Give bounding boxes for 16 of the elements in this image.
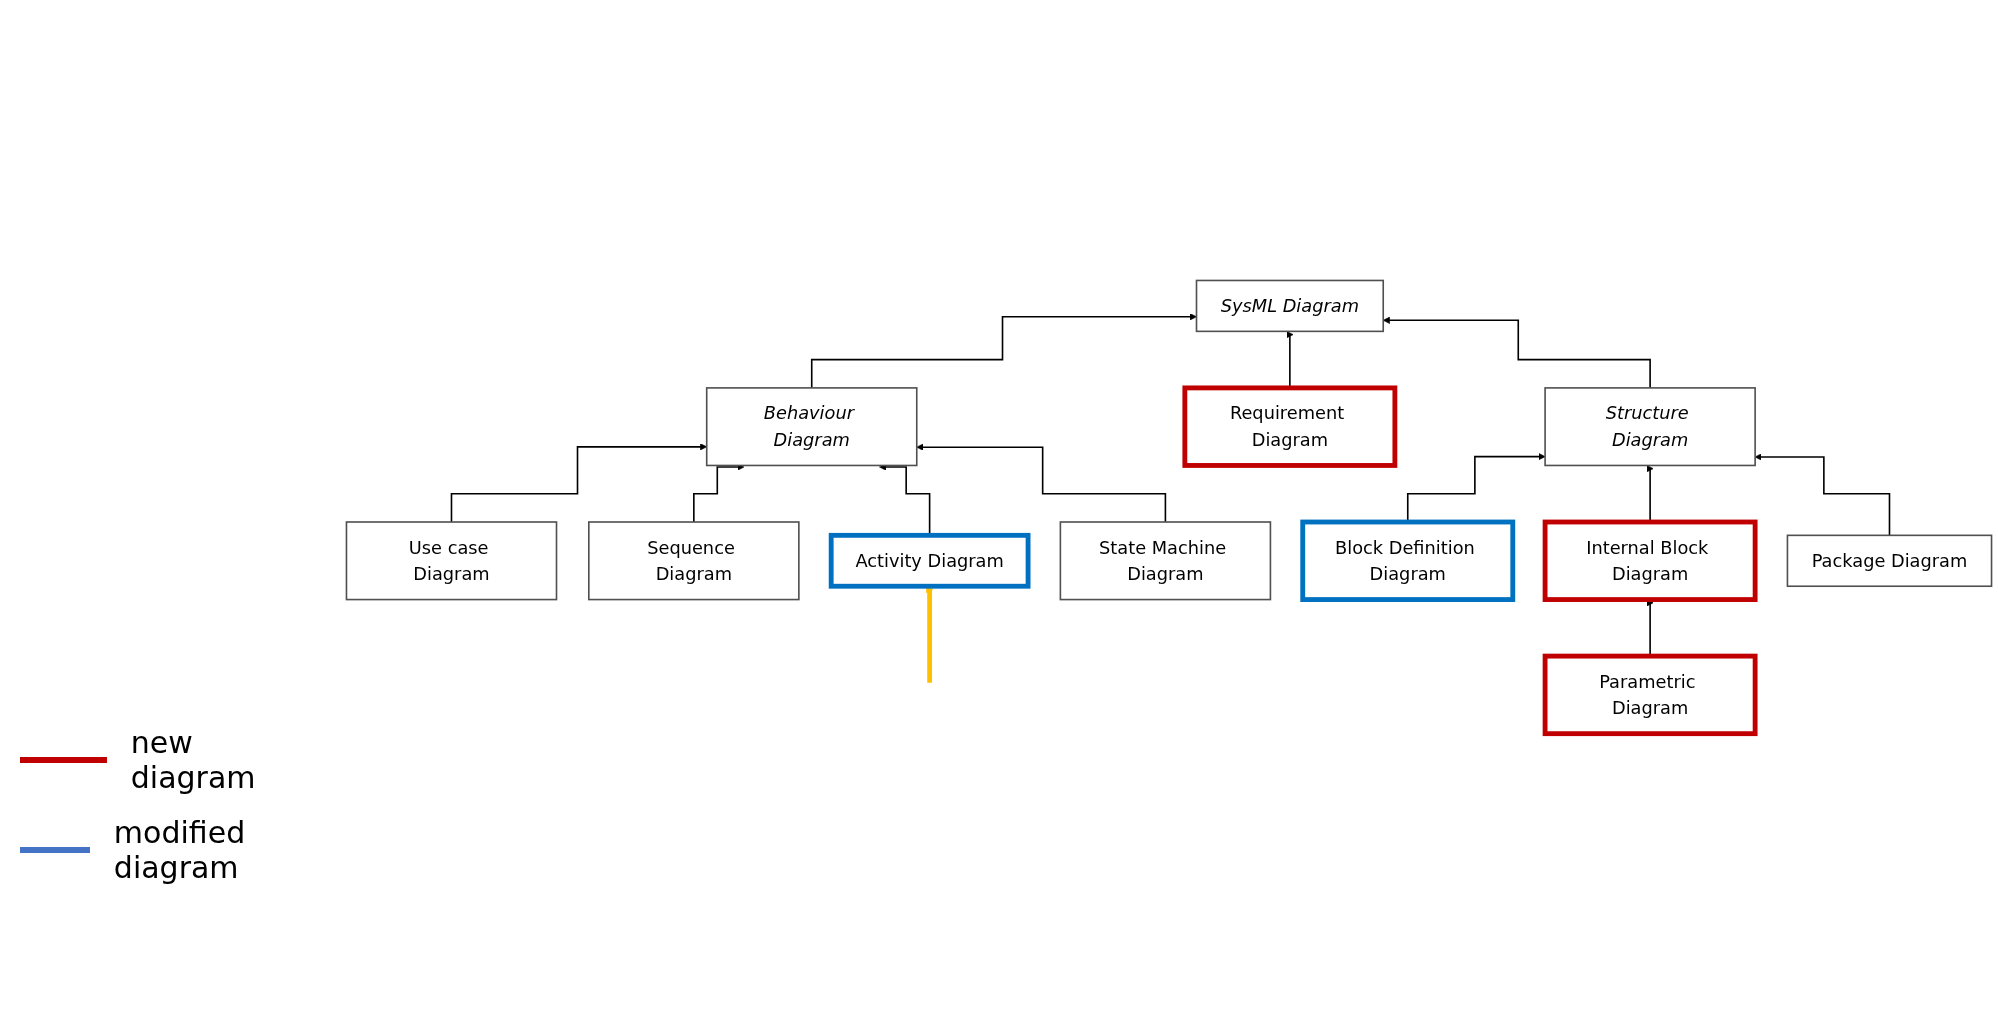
node-box: Package Diagram <box>1786 534 1993 588</box>
node-box: Requirement Diagram <box>1182 385 1398 469</box>
node-box: Parametric Diagram <box>1542 654 1758 737</box>
node-box: Behaviour Diagram <box>705 387 918 467</box>
node-box: Structure Diagram <box>1544 387 1756 467</box>
legend-label: modified diagram <box>113 815 247 885</box>
arrow <box>916 444 1167 524</box>
arrow <box>810 313 1197 390</box>
node-box: Use case Diagram <box>345 521 558 601</box>
node-box: State Machine Diagram <box>1059 521 1272 601</box>
node-box: Internal Block Diagram <box>1542 520 1758 603</box>
node-box: Sequence Diagram <box>588 521 800 601</box>
node-box: Activity Diagram <box>828 533 1031 590</box>
node-box: Block Definition Diagram <box>1300 520 1516 603</box>
node-box: SysML Diagram <box>1195 280 1385 333</box>
legend-label: new diagram <box>130 725 257 795</box>
